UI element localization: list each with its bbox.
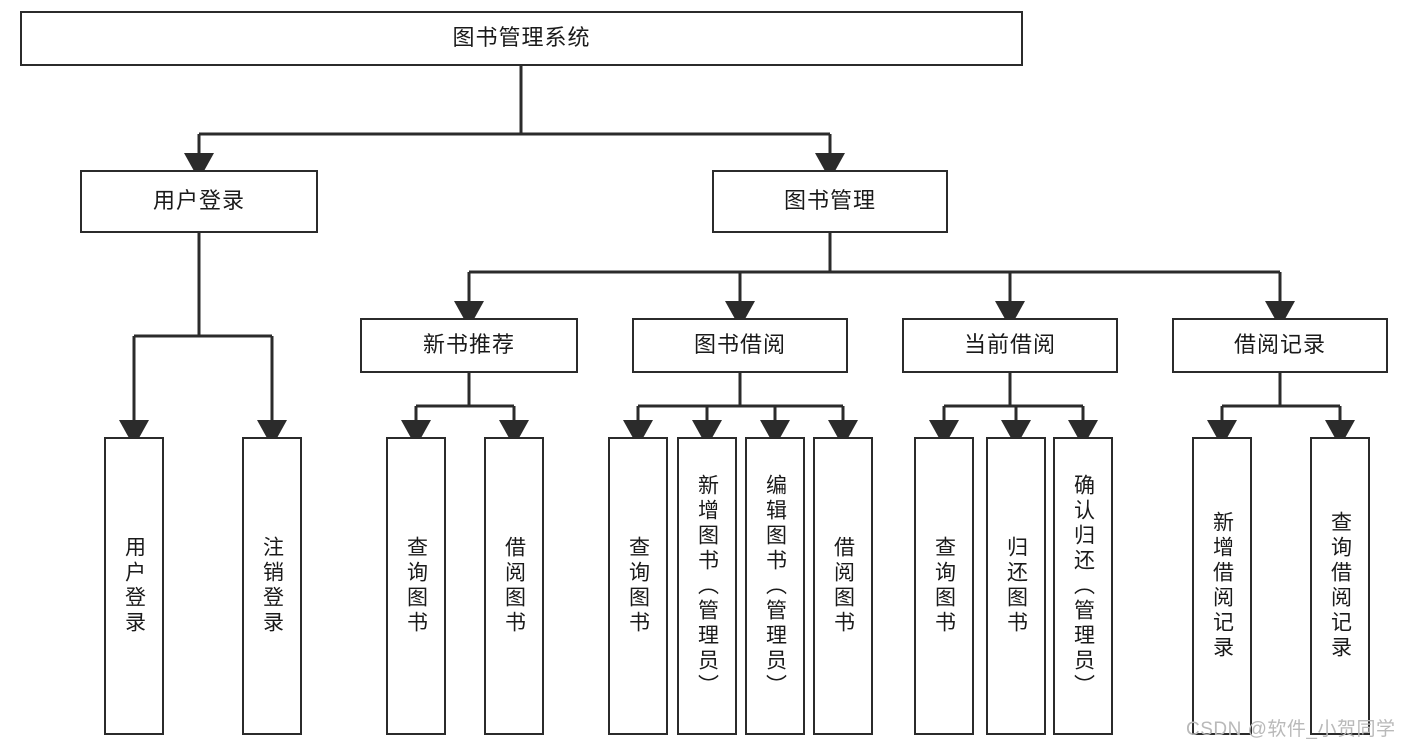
node-level3-borrow-record[interactable]: 借阅记录: [1172, 318, 1388, 373]
node-label: 借阅图书: [502, 536, 526, 636]
leaf-confirm-return-admin[interactable]: 确认归还（管理员）: [1053, 437, 1113, 735]
node-level3-new-book-recommend[interactable]: 新书推荐: [360, 318, 578, 373]
node-label: 新书推荐: [422, 332, 515, 358]
node-label: 用户登录: [122, 536, 146, 636]
leaf-add-book-admin[interactable]: 新增图书（管理员）: [677, 437, 737, 735]
watermark: CSDN @软件_小贺同学: [1186, 719, 1396, 740]
leaf-user-login[interactable]: 用户登录: [104, 437, 164, 735]
node-root[interactable]: 图书管理系统: [20, 11, 1023, 66]
leaf-query-book-recommend[interactable]: 查询图书: [386, 437, 446, 735]
node-label: 借阅图书: [831, 536, 855, 636]
node-level2-book-management[interactable]: 图书管理: [712, 170, 948, 233]
leaf-query-book-current[interactable]: 查询图书: [914, 437, 974, 735]
node-label: 当前借阅: [963, 332, 1056, 358]
node-label: 图书借阅: [693, 332, 786, 358]
node-label: 图书管理系统: [452, 25, 591, 51]
leaf-add-borrow-record[interactable]: 新增借阅记录: [1192, 437, 1252, 735]
leaf-return-book[interactable]: 归还图书: [986, 437, 1046, 735]
node-level2-user-login[interactable]: 用户登录: [80, 170, 318, 233]
node-label: 新增图书（管理员）: [695, 473, 719, 699]
node-label: 查询借阅记录: [1328, 511, 1352, 661]
leaf-logout[interactable]: 注销登录: [242, 437, 302, 735]
node-label: 新增借阅记录: [1210, 511, 1234, 661]
node-label: 查询图书: [404, 536, 428, 636]
leaf-query-book-borrow[interactable]: 查询图书: [608, 437, 668, 735]
node-label: 确认归还（管理员）: [1071, 473, 1095, 699]
leaf-query-borrow-record[interactable]: 查询借阅记录: [1310, 437, 1370, 735]
node-label: 图书管理: [783, 188, 876, 214]
node-label: 查询图书: [626, 536, 650, 636]
leaf-borrow-book[interactable]: 借阅图书: [813, 437, 873, 735]
node-label: 注销登录: [260, 536, 284, 636]
node-label: 编辑图书（管理员）: [763, 473, 787, 699]
node-label: 用户登录: [152, 188, 245, 214]
node-label: 查询图书: [932, 536, 956, 636]
node-label: 归还图书: [1004, 536, 1028, 636]
leaf-edit-book-admin[interactable]: 编辑图书（管理员）: [745, 437, 805, 735]
node-level3-book-borrow[interactable]: 图书借阅: [632, 318, 848, 373]
node-label: 借阅记录: [1233, 332, 1326, 358]
node-level3-current-borrow[interactable]: 当前借阅: [902, 318, 1118, 373]
leaf-borrow-book-recommend[interactable]: 借阅图书: [484, 437, 544, 735]
